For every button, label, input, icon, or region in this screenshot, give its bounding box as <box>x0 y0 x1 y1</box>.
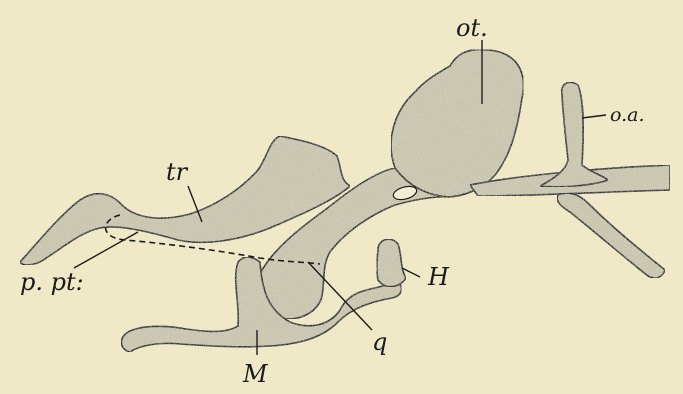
label-oa: o.a. <box>610 104 645 126</box>
label-m: M <box>242 360 269 388</box>
label-ppt: p. pt: <box>20 268 84 296</box>
label-tr: tr <box>166 158 189 186</box>
label-q: q <box>372 328 387 356</box>
label-h: H <box>427 263 450 291</box>
label-ot: ot. <box>456 14 488 42</box>
